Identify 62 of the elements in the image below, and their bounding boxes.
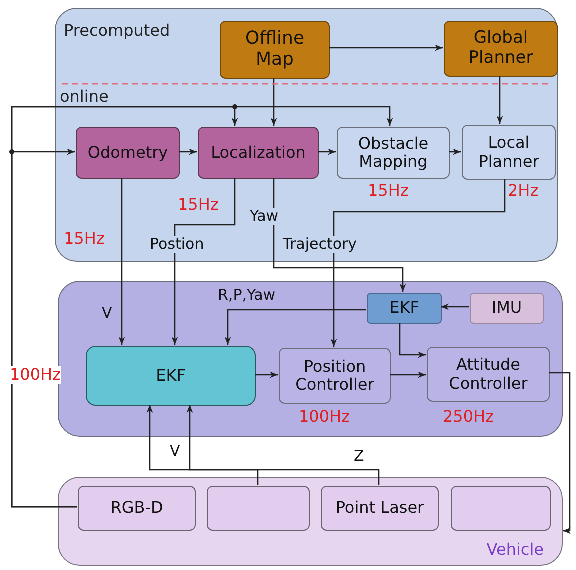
connector-arrow <box>441 304 469 310</box>
block-box <box>451 486 551 531</box>
connector-arrow <box>329 44 443 52</box>
edge-label: Yaw <box>248 208 281 224</box>
node-label: Attitude Controller <box>448 356 529 393</box>
frequency-label: 250Hz <box>443 408 494 426</box>
frequency-label: 15Hz <box>64 230 105 248</box>
node-label: Obstacle Mapping <box>357 134 430 172</box>
panel <box>55 8 558 262</box>
connector-arrow <box>496 76 504 124</box>
connector-arrow <box>146 405 259 485</box>
block-box <box>76 127 180 179</box>
connector-arrow <box>399 323 426 358</box>
connector-arrow <box>11 106 394 508</box>
block-box <box>470 293 544 324</box>
edge-label: Trajectory <box>281 236 360 252</box>
connector-arrow <box>255 372 278 378</box>
node-label: Position Controller <box>294 358 376 394</box>
edge-label: R,P,Yaw <box>216 287 278 304</box>
connector-arrow <box>186 405 380 485</box>
node-label: Offline Map <box>244 29 306 71</box>
block-box <box>279 348 391 404</box>
node-label: EKF <box>390 299 420 318</box>
block-box <box>427 347 550 402</box>
block-box <box>444 21 558 77</box>
block-box <box>207 486 310 531</box>
block-box <box>321 486 439 531</box>
connector-arrow <box>549 372 571 534</box>
block-box <box>220 21 330 79</box>
frequency-label: 100Hz <box>299 408 350 426</box>
panel <box>58 477 563 566</box>
connector-arrow <box>270 78 278 126</box>
block-box <box>462 125 556 180</box>
panel-title: online <box>60 87 109 106</box>
node-label: Local Planner <box>478 134 540 171</box>
connector-arrow <box>390 372 426 378</box>
node-label: Odometry <box>88 144 168 162</box>
panel-title: Precomputed <box>64 21 170 40</box>
connector-arrow <box>179 148 197 156</box>
connector-arrow <box>330 179 506 347</box>
block-box <box>367 293 442 324</box>
panel-title: Vehicle <box>486 540 544 559</box>
block-box <box>198 127 319 179</box>
node-label: Localization <box>211 144 306 162</box>
block-box <box>86 346 256 406</box>
node-label: RGB-D <box>110 499 164 518</box>
connector-arrow <box>118 178 126 345</box>
frequency-label: 15Hz <box>368 182 409 200</box>
frequency-label: 100Hz <box>10 366 61 384</box>
node-label: Global Planner <box>468 29 534 69</box>
connector-arrow <box>449 148 461 156</box>
connector-arrow <box>273 178 406 292</box>
block-box <box>78 486 196 531</box>
node-label: EKF <box>156 366 186 386</box>
frequency-label: 15Hz <box>178 196 219 214</box>
node-label: Point Laser <box>336 499 424 518</box>
node-label: IMU <box>492 299 522 318</box>
frequency-label: 2Hz <box>508 182 539 200</box>
block-box <box>337 127 450 179</box>
connector-arrow <box>318 148 336 156</box>
connector-arrow <box>172 178 236 345</box>
connector-arrow <box>224 309 366 345</box>
